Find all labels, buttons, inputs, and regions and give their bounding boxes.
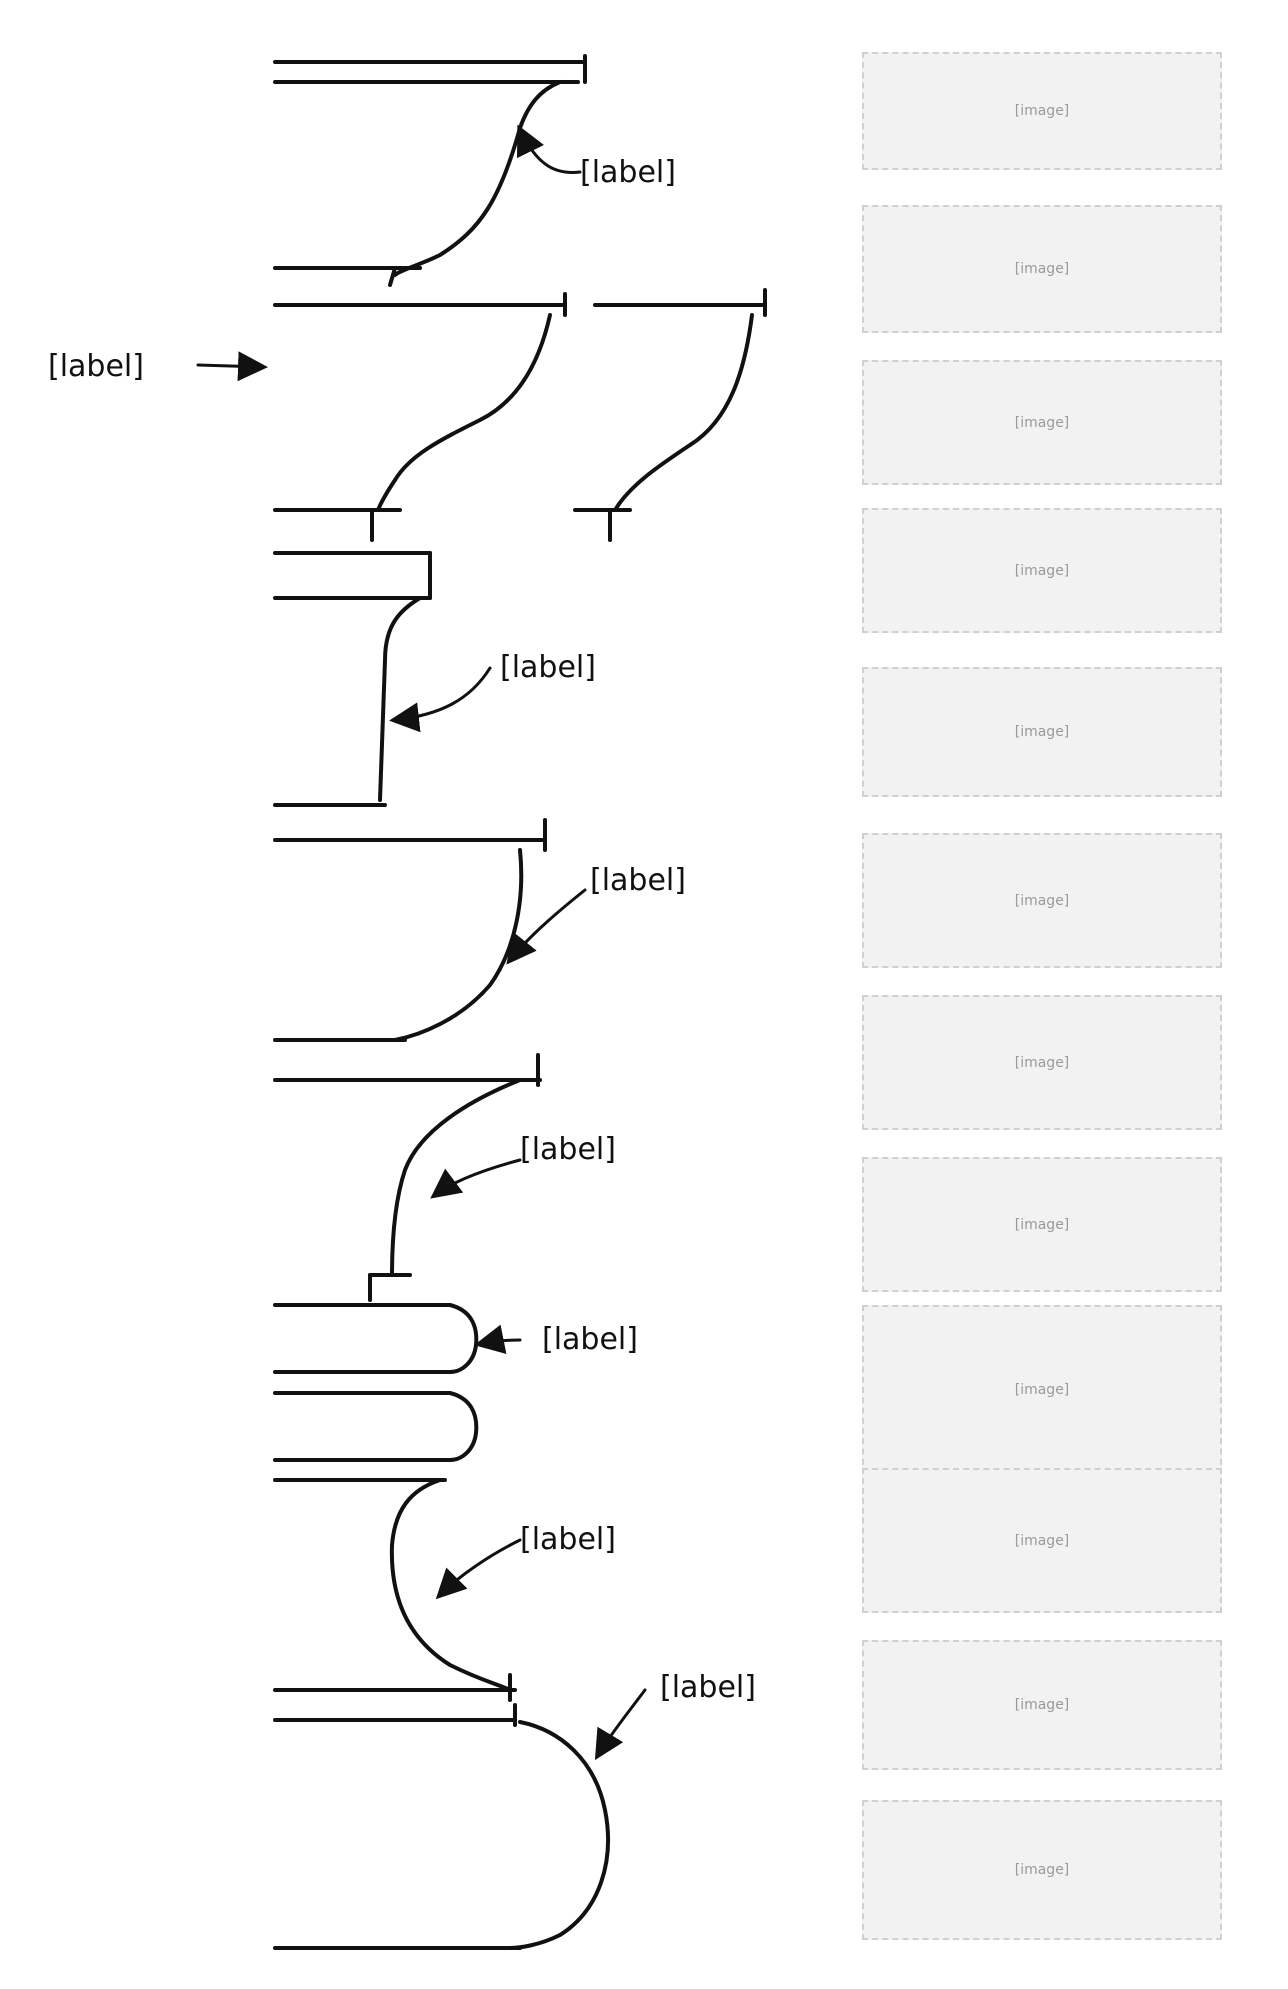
ornament-panel-10: [image] (852, 1468, 1232, 1613)
ornament-placeholder-1: [image] (1014, 103, 1070, 119)
ornament-placeholder-11: [image] (1014, 1697, 1070, 1713)
ornament-panel-6: [image] (852, 833, 1232, 968)
ornament-placeholder-4: [image] (1014, 562, 1070, 579)
ornament-panel-2: [image] (852, 205, 1232, 333)
leader-arrow-5 (430, 1158, 522, 1199)
leader-arrow-6 (474, 1324, 522, 1355)
profile-2-left (273, 292, 567, 542)
ornament-placeholder-10: [image] (1014, 1532, 1070, 1549)
ornament-placeholder-12: [image] (1014, 1862, 1070, 1878)
ornament-placeholder-7: [image] (1014, 1054, 1070, 1071)
curve-label-2: [label] (48, 349, 144, 384)
curve-label-3: [label] (500, 650, 596, 685)
leader-arrow-7 (435, 1538, 522, 1600)
profile-5 (273, 1053, 542, 1302)
ornament-panel-5: [image] (852, 667, 1232, 797)
curve-label-7: [label] (520, 1522, 616, 1557)
curve-label-5: [label] (520, 1132, 616, 1167)
leader-arrow-4 (506, 888, 587, 965)
ornament-panel-8: [image] (852, 1157, 1232, 1292)
leader-arrow-3 (389, 666, 492, 733)
profile-1 (273, 54, 587, 287)
curve-label-6: [label] (542, 1322, 638, 1357)
ornament-placeholder-8: [image] (1014, 1216, 1070, 1233)
ornament-placeholder-2: [image] (1014, 261, 1070, 277)
ornament-panel-4: [image] (852, 508, 1232, 633)
ornament-panel-11: [image] (852, 1640, 1232, 1770)
ornament-panel-12: [image] (852, 1800, 1232, 1940)
ornament-placeholder-6: [image] (1014, 892, 1070, 909)
ornament-placeholder-3: [image] (1014, 414, 1070, 431)
profile-2-right (573, 288, 767, 542)
ornament-placeholder-9: [image] (1014, 1382, 1070, 1398)
curve-label-4: [label] (590, 863, 686, 898)
ornament-panel-9: [image] (852, 1305, 1232, 1475)
curve-label-8: [label] (660, 1670, 756, 1705)
ornament-panel-3: [image] (852, 360, 1232, 485)
leader-arrow-8 (594, 1688, 647, 1761)
ornament-placeholder-5: [image] (1014, 724, 1070, 740)
profile-4 (273, 818, 547, 1042)
profile-3 (273, 551, 432, 807)
ornament-panel-7: [image] (852, 995, 1232, 1130)
leader-arrow-1 (517, 124, 582, 174)
profile-7 (273, 1478, 517, 1702)
profile-6 (273, 1303, 479, 1482)
curve-label-1: [label] (580, 155, 676, 190)
ornament-panel-1: [image] (852, 52, 1232, 170)
leader-arrow-2 (196, 351, 268, 382)
profile-8 (273, 1703, 610, 1950)
